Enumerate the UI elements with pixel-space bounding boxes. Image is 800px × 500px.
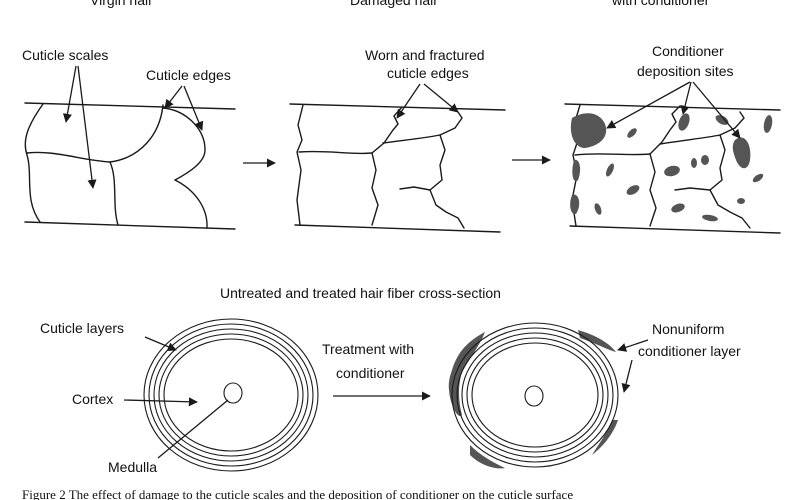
conditioner-sites-arrow-1 bbox=[606, 81, 691, 129]
worn-edges-arrow-1 bbox=[396, 83, 421, 119]
conditioner-sites-label-line1: Conditioner bbox=[652, 43, 724, 59]
cortex-label: Cortex bbox=[72, 391, 113, 407]
figure-caption: Figure 2 The effect of damage to the cut… bbox=[22, 487, 573, 500]
cuticle-scales-label: Cuticle scales bbox=[22, 47, 108, 63]
cuticle-layers-arrow bbox=[144, 336, 177, 352]
cuticle-scales-arrow-1 bbox=[62, 65, 77, 123]
treated-medulla bbox=[524, 385, 544, 407]
virgin-hair-panel bbox=[24, 102, 236, 230]
cuticle-layers-label: Cuticle layers bbox=[40, 320, 124, 336]
conditioner-sites-arrow-3 bbox=[692, 81, 741, 139]
cuticle-edges-arrow-1 bbox=[164, 85, 183, 109]
cuticle-edges-arrow-2 bbox=[183, 85, 204, 131]
cortex-arrow bbox=[123, 397, 198, 407]
treatment-label-line2: conditioner bbox=[336, 365, 405, 381]
treatment-label-line1: Treatment with bbox=[322, 341, 414, 357]
medulla-label: Medulla bbox=[108, 459, 157, 475]
conditioner-sites-label-line2: deposition sites bbox=[637, 63, 734, 79]
cuticle-scales-arrow-2 bbox=[77, 65, 97, 189]
damaged-hair-panel bbox=[289, 103, 506, 233]
cross-section-title: Untreated and treated hair fiber cross-s… bbox=[220, 285, 501, 301]
worn-edges-label-line1: Worn and fractured bbox=[365, 47, 485, 63]
nonuniform-arrow-2 bbox=[621, 359, 633, 393]
medulla-pointer bbox=[157, 399, 229, 459]
worn-edges-arrow-2 bbox=[423, 83, 459, 113]
damaged-hair-title: Damaged hair bbox=[350, 0, 438, 8]
nonuniform-label-line1: Nonuniform bbox=[652, 321, 724, 337]
conditioned-hair-title: with conditioner bbox=[611, 0, 710, 8]
virgin-hair-title: Virgin hair bbox=[90, 0, 153, 8]
nonuniform-label-line2: conditioner layer bbox=[638, 343, 741, 359]
conditioned-hair-panel bbox=[564, 103, 781, 234]
conditioner-deposits bbox=[570, 113, 773, 222]
conditioner-sites-arrow-2 bbox=[680, 81, 692, 115]
untreated-medulla bbox=[223, 382, 243, 404]
nonuniform-arrow-1 bbox=[617, 339, 649, 352]
treated-cross-section bbox=[448, 322, 619, 469]
cuticle-edges-label: Cuticle edges bbox=[146, 67, 231, 83]
worn-edges-label-line2: cuticle edges bbox=[387, 65, 469, 81]
untreated-cross-section bbox=[143, 318, 319, 472]
